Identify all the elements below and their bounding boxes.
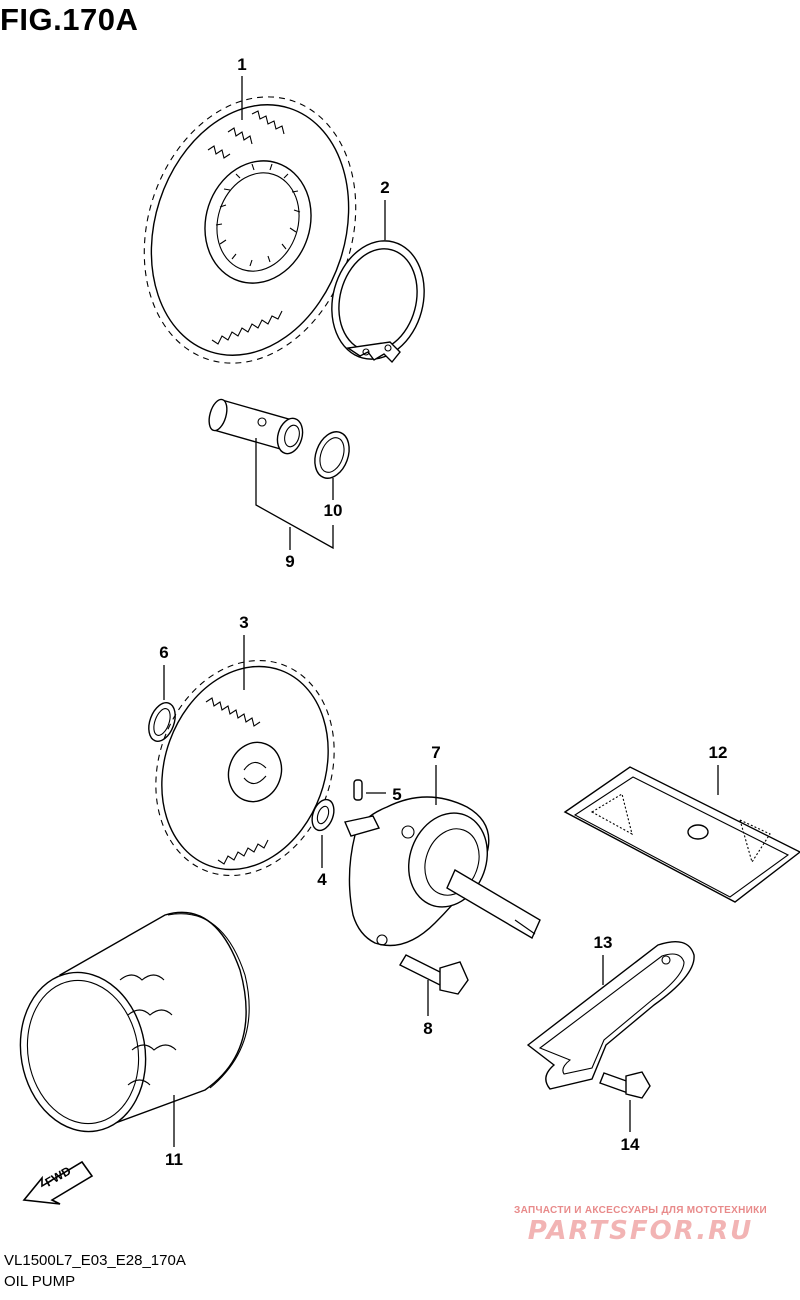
part-5-dowel-pin[interactable] <box>353 779 363 801</box>
model-code: VL1500L7_E03_E28_170A <box>4 1252 186 1269</box>
part-10-o-ring[interactable] <box>309 427 355 483</box>
part-13-gasket[interactable] <box>526 941 695 1090</box>
callout-5: 5 <box>392 785 401 804</box>
part-9-shaft-pin[interactable] <box>206 397 307 456</box>
callout-8: 8 <box>423 1019 432 1038</box>
figure-title: FIG.170A <box>0 2 139 37</box>
callout-12: 12 <box>709 743 728 762</box>
part-12-oil-strainer[interactable] <box>563 766 800 903</box>
callout-10: 10 <box>324 501 343 520</box>
part-4-washer[interactable] <box>308 797 338 834</box>
watermark-logo: PARTSFOR.RU <box>527 1216 754 1246</box>
callout-7: 7 <box>431 743 440 762</box>
figure-caption: OIL PUMP <box>4 1273 76 1290</box>
callout-14: 14 <box>621 1135 640 1154</box>
part-6-circlip[interactable] <box>144 699 180 745</box>
part-14-bolt[interactable] <box>599 1071 651 1099</box>
part-7-oil-pump-assembly[interactable] <box>344 796 541 947</box>
callout-9: 9 <box>285 552 294 571</box>
callout-1: 1 <box>237 55 246 74</box>
part-8-bolt[interactable] <box>399 954 469 995</box>
part-2-circlip[interactable] <box>319 230 437 369</box>
callout-6: 6 <box>159 643 168 662</box>
forward-direction-arrow: FWD <box>22 1160 94 1205</box>
callout-2: 2 <box>380 178 389 197</box>
callout-3: 3 <box>239 613 248 632</box>
part-11-oil-filter[interactable] <box>8 911 250 1141</box>
callout-11: 11 <box>165 1150 183 1169</box>
callout-13: 13 <box>594 933 613 952</box>
part-3-oil-pump-driven-gear[interactable] <box>127 635 364 901</box>
part-1-oil-pump-drive-gear[interactable] <box>111 69 389 391</box>
watermark-caption: ЗАПЧАСТИ И АКСЕССУАРЫ ДЛЯ МОТОТЕХНИКИ <box>514 1205 767 1216</box>
watermark: ЗАПЧАСТИ И АКСЕССУАРЫ ДЛЯ МОТОТЕХНИКИ PA… <box>488 1205 793 1246</box>
callout-4: 4 <box>317 870 327 889</box>
